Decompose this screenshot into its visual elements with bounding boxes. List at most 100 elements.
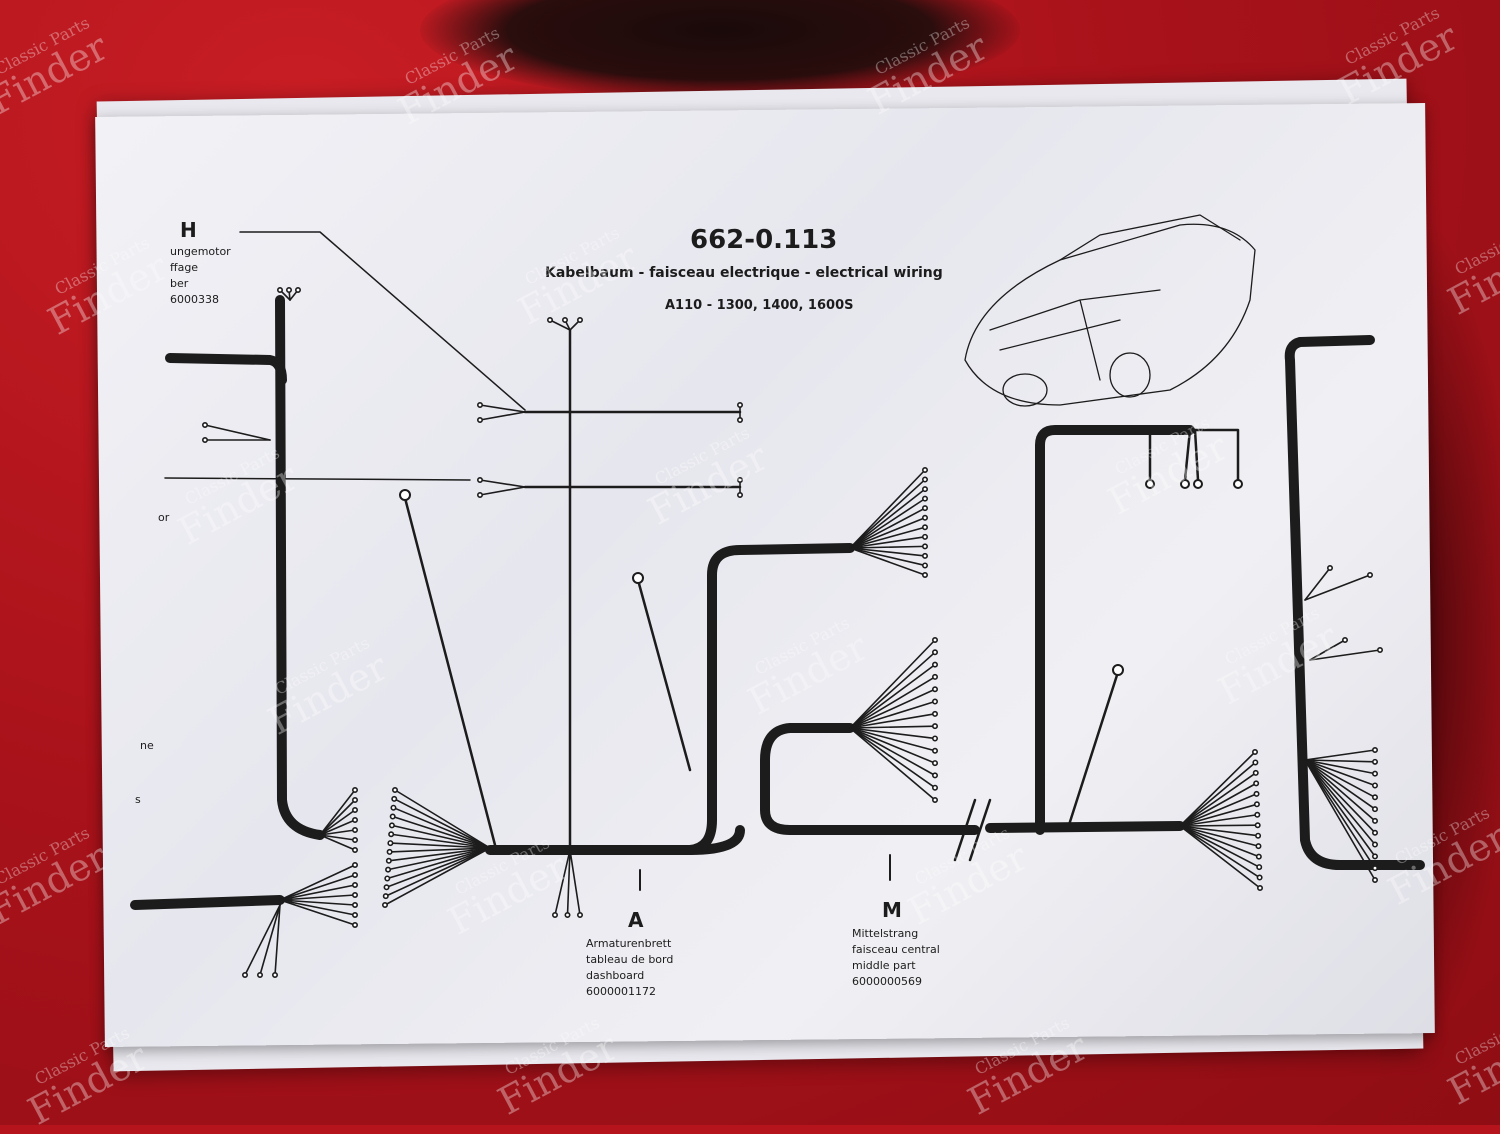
label-h-letter: H	[180, 218, 197, 242]
branch-wire	[279, 894, 356, 901]
wire-terminal	[576, 316, 583, 323]
wire-terminal	[385, 857, 392, 864]
wire-terminal	[382, 893, 389, 900]
wire-terminal	[1367, 571, 1374, 578]
wire-terminal	[351, 806, 358, 813]
label-a-description: Armaturenbrett tableau de bord dashboard…	[586, 936, 673, 1000]
branch-wire	[1179, 825, 1260, 847]
wire-terminal	[1252, 748, 1259, 755]
branch-wire	[479, 411, 526, 421]
label-m-line: 6000000569	[852, 975, 922, 988]
branch-wire	[1179, 772, 1257, 827]
thin-wires	[164, 231, 1240, 891]
wire-terminal	[921, 533, 928, 540]
branch-wire	[1179, 813, 1259, 827]
wire-terminal	[351, 846, 358, 853]
label-a-line: dashboard	[586, 969, 645, 982]
branch-wire	[849, 727, 936, 764]
wire-terminal	[391, 795, 398, 802]
branch-wire	[1179, 793, 1258, 827]
wire-terminal	[285, 286, 292, 293]
wire-terminal	[1372, 865, 1379, 872]
branch-wire	[479, 486, 526, 496]
branch-wire	[849, 545, 926, 549]
branch-wire	[849, 488, 926, 549]
branch-wire	[392, 806, 491, 849]
connector-ring	[1233, 479, 1243, 489]
wire-terminal	[931, 735, 938, 742]
branch-wire	[1179, 825, 1261, 868]
wire-terminal	[351, 826, 358, 833]
branch-wire	[549, 319, 571, 331]
branch-wire	[386, 847, 491, 880]
car-illustration	[964, 214, 1256, 407]
branch-wire	[1179, 751, 1256, 827]
branch-wire	[1304, 759, 1376, 822]
connector-rings	[399, 479, 1243, 676]
branch-wire	[849, 497, 926, 549]
wire-terminal	[202, 436, 209, 443]
wire-terminal	[1256, 864, 1263, 871]
branch-wire	[390, 833, 491, 849]
wire-terminal	[736, 401, 743, 408]
branch-wire	[849, 727, 936, 789]
branch-wire	[849, 725, 936, 729]
wire-terminal	[388, 831, 395, 838]
wire-terminal	[381, 901, 388, 908]
wire-terminal	[1252, 759, 1259, 766]
wire-terminal	[1372, 841, 1379, 848]
wire-terminal	[242, 971, 249, 978]
branch-wire	[849, 713, 936, 729]
wire-terminal	[1255, 832, 1262, 839]
wire-terminal	[276, 286, 283, 293]
branch-wire	[1304, 759, 1376, 858]
wire-terminal	[921, 514, 928, 521]
branch-wire	[1304, 759, 1376, 881]
branch-wire	[319, 809, 356, 836]
branch-wire	[849, 727, 936, 752]
label-m-description: Mittelstrang faisceau central middle par…	[852, 926, 940, 990]
wire-terminal	[476, 416, 483, 423]
branch-wire	[1179, 761, 1257, 827]
branch-wire	[394, 789, 491, 849]
wire-terminal	[351, 861, 358, 868]
wire-terminal	[736, 491, 743, 498]
branch-wire	[1309, 649, 1381, 661]
wire-terminal	[931, 772, 938, 779]
connector-ring	[1145, 479, 1155, 489]
label-h-line: ffage	[170, 261, 199, 274]
label-a-letter: A	[628, 908, 644, 932]
wire-terminal	[931, 796, 938, 803]
wire-terminal	[921, 476, 928, 483]
branch-wire	[389, 842, 491, 849]
wire-terminal	[351, 881, 358, 888]
wire-terminal	[294, 286, 301, 293]
wire-terminal	[387, 840, 394, 847]
branch-wire	[1179, 803, 1258, 827]
label-m-line: middle part	[852, 959, 916, 972]
connector-ring	[1180, 479, 1190, 489]
branch-wire	[387, 847, 491, 871]
label-h-description: ungemotor ffage ber 6000338	[170, 244, 231, 308]
branch-wire	[1304, 574, 1371, 601]
branch-wire	[849, 651, 936, 729]
branch-wire	[849, 688, 936, 729]
branch-wire	[388, 847, 491, 862]
branch-wire	[849, 516, 926, 549]
wire-terminal	[1372, 853, 1379, 860]
wire-terminal	[351, 836, 358, 843]
branch-wire	[1304, 759, 1376, 799]
label-m-line: faisceau central	[852, 943, 940, 956]
wire-terminal	[931, 710, 938, 717]
left-fragment: ne	[140, 739, 154, 752]
wire-terminal	[256, 971, 263, 978]
branch-wire	[1179, 782, 1257, 827]
branch-wire	[849, 700, 936, 729]
wire-terminal	[1372, 794, 1379, 801]
wire-terminal	[391, 786, 398, 793]
wire-terminal	[564, 911, 571, 918]
branch-wire	[1179, 825, 1260, 858]
wire-terminal	[1372, 746, 1379, 753]
wire-terminal	[1372, 876, 1379, 883]
branch-wire	[1304, 759, 1376, 810]
